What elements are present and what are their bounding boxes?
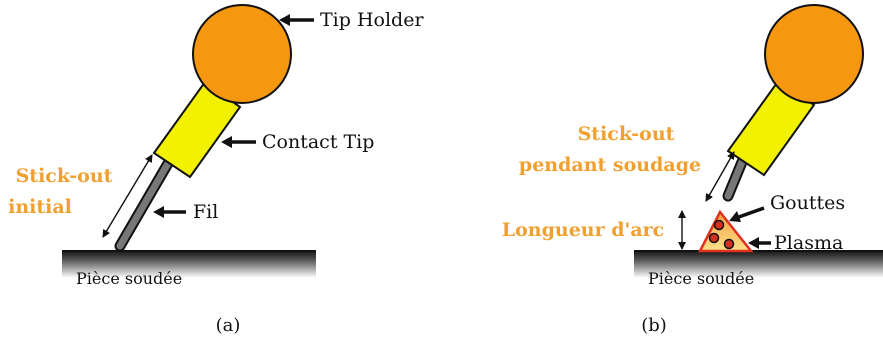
contact-tip-pointer — [221, 136, 256, 148]
contact-tip-a — [152, 80, 242, 179]
panel-a: Pièce soudée Tip Holder Contact Tip Fil … — [8, 4, 424, 336]
caption-b: (b) — [641, 315, 667, 336]
gouttes-label: Gouttes — [770, 192, 845, 214]
droplet-3 — [723, 238, 735, 250]
stickout-initial-arrow — [102, 154, 153, 238]
caption-a: (a) — [216, 315, 241, 336]
plasma-pointer — [748, 237, 771, 249]
tip-holder-a — [192, 4, 292, 104]
workpiece-a-label: Pièce soudée — [76, 269, 182, 288]
plasma-label: Plasma — [774, 232, 843, 254]
fil-label: Fil — [193, 201, 218, 223]
panel-b: Pièce soudée Stick-out pendant soudage L… — [502, 4, 883, 336]
contact-tip-label: Contact Tip — [262, 131, 374, 153]
tip-holder-b — [764, 4, 864, 104]
workpiece-b — [634, 250, 883, 278]
tip-holder-pointer — [279, 14, 314, 26]
stickout-initial-label-2: initial — [8, 196, 72, 218]
tip-holder-label: Tip Holder — [320, 9, 424, 31]
contact-tip-b — [726, 78, 816, 177]
stickout-welding-label-1: Stick-out — [578, 123, 675, 145]
arc-length-label: Longueur d'arc — [502, 219, 664, 241]
stickout-initial-label-1: Stick-out — [16, 165, 113, 187]
gouttes-pointer — [729, 206, 765, 222]
workpiece-b-label: Pièce soudée — [648, 269, 754, 288]
stickout-welding-arrow — [705, 151, 735, 202]
workpiece-a — [62, 250, 316, 278]
droplet-1 — [713, 219, 725, 231]
fil-pointer — [153, 206, 186, 218]
stickout-welding-label-2: pendant soudage — [519, 154, 701, 176]
droplet-2 — [708, 232, 720, 244]
